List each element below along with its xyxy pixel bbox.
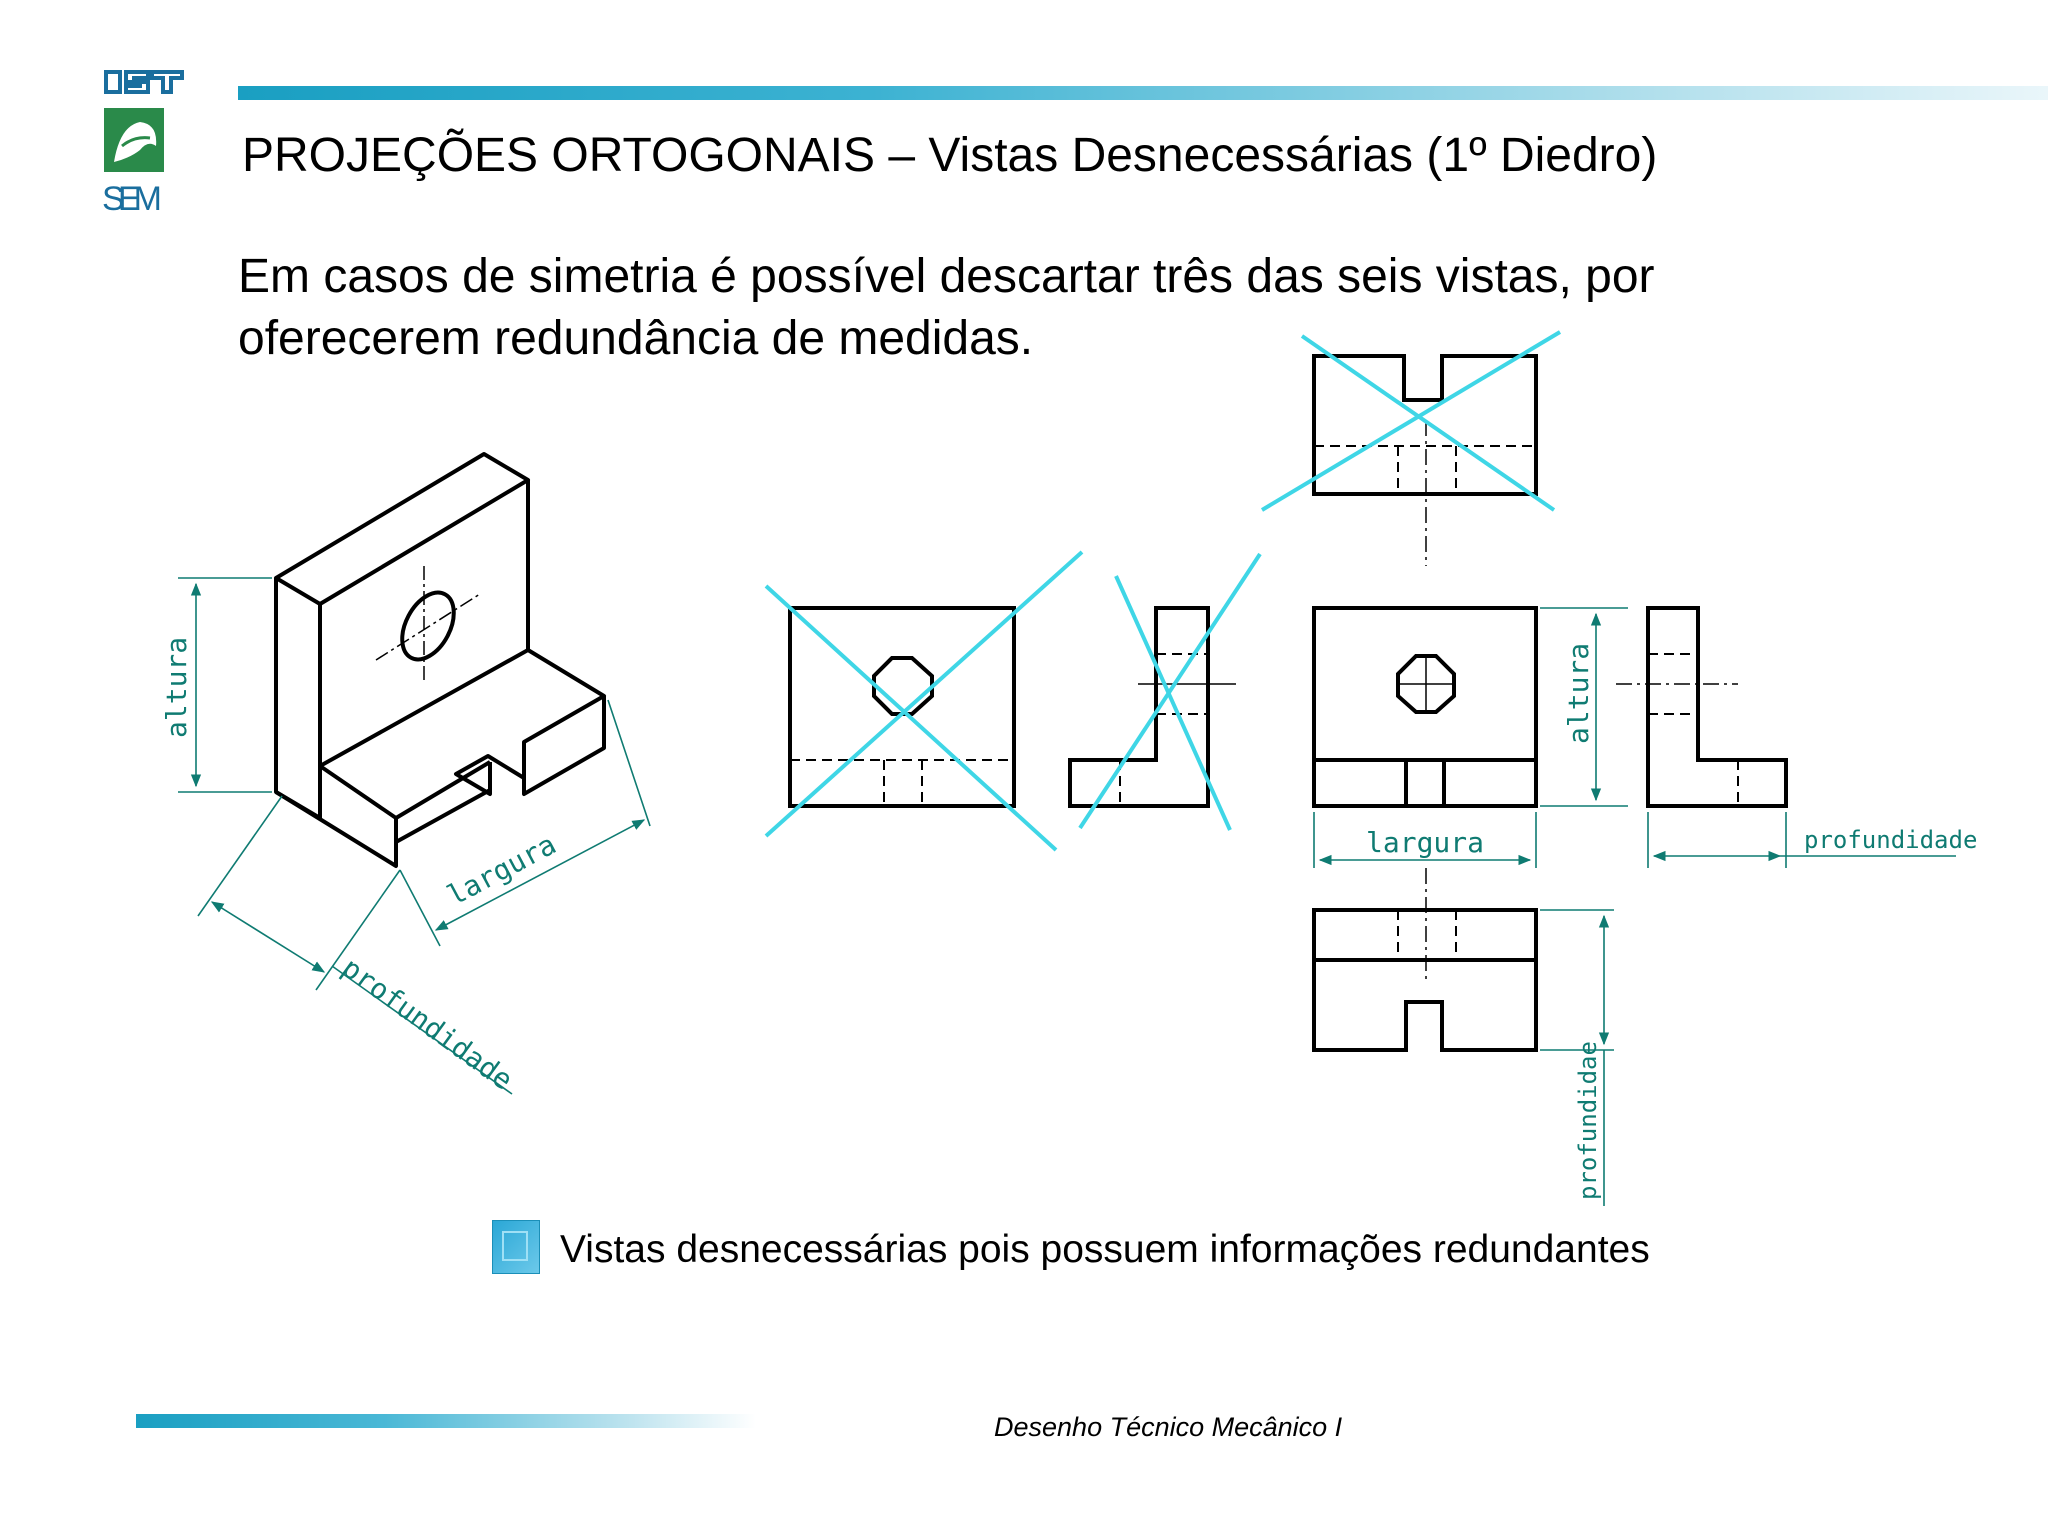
intro-text: Em casos de simetria é possível descarta… bbox=[238, 250, 1655, 365]
footer-accent-bar bbox=[136, 1414, 756, 1428]
isometric-view bbox=[274, 452, 606, 868]
square-bullet-icon bbox=[492, 1220, 540, 1274]
header-accent-bar bbox=[238, 86, 2048, 100]
footer-course-name: Desenho Técnico Mecânico I bbox=[994, 1412, 1343, 1442]
front-view bbox=[1312, 606, 1538, 808]
ortho-profundidade-right-label: profundidade bbox=[1804, 826, 1977, 854]
ortho-dimensions bbox=[1313, 607, 1956, 1206]
side-view bbox=[1616, 606, 1788, 808]
isometric-dimensions bbox=[178, 577, 651, 1095]
legend-text: Vistas desnecessárias pois possuem infor… bbox=[560, 1228, 1650, 1271]
crossed-side-view bbox=[1068, 552, 1262, 831]
slide-title: PROJEÇÕES ORTOGONAIS – Vistas Desnecessá… bbox=[242, 129, 1658, 182]
ortho-profundidade-bottom-label: profundidae bbox=[1574, 1041, 1602, 1200]
top-view bbox=[1312, 868, 1538, 1052]
iso-largura-label: largura bbox=[442, 828, 562, 913]
iso-altura-label: altura bbox=[160, 637, 193, 738]
iso-profundidade-label: profundidade bbox=[336, 951, 519, 1097]
crossed-top-view bbox=[1260, 330, 1562, 566]
ortho-altura-label: altura bbox=[1562, 643, 1595, 744]
ist-sem-logo: SEM bbox=[100, 66, 192, 218]
crossed-rear-view bbox=[764, 550, 1084, 852]
ortho-largura-label: largura bbox=[1366, 826, 1484, 859]
logo-sem-text: SEM bbox=[102, 180, 162, 216]
